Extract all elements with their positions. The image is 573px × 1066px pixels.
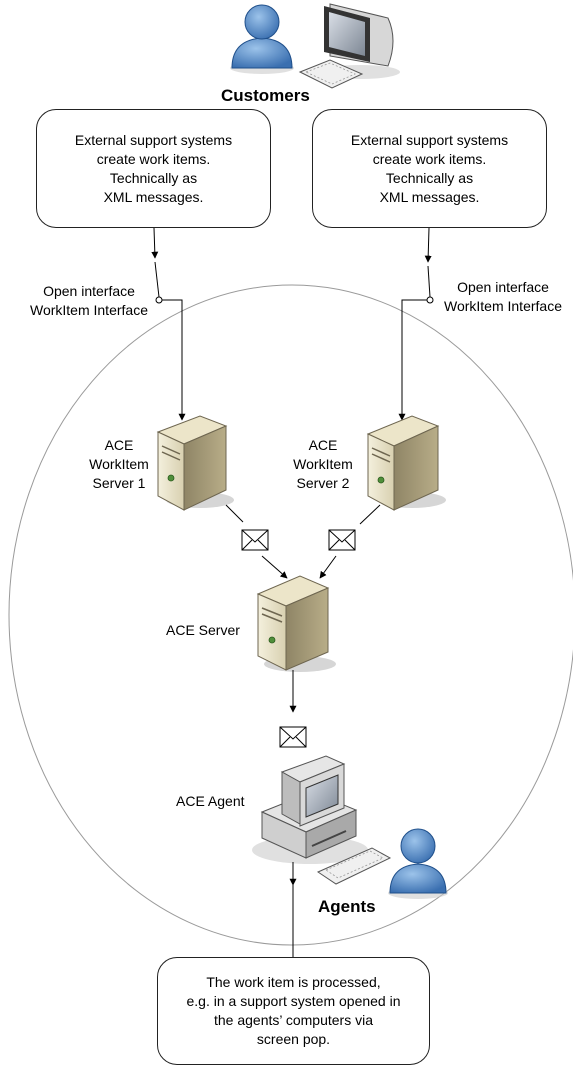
- message-envelope-icon-3: [279, 726, 307, 748]
- result-line-4: screen pop.: [256, 1031, 331, 1047]
- ace-domain-ellipse: [8, 284, 573, 946]
- box1-line-2: create work items.: [96, 150, 211, 167]
- box1-line-3: Technically as: [109, 169, 198, 186]
- result-line-2: e.g. in a support system opened in: [186, 993, 401, 1009]
- ace-agent-computer-icon: [252, 755, 392, 885]
- server1-line-3: Server 1: [92, 475, 146, 491]
- connector-envelope-to-ace-server-1: [261, 555, 288, 579]
- server2-line-2: WorkItem: [293, 456, 353, 472]
- result-box: The work item is processed, e.g. in a su…: [157, 957, 430, 1065]
- interface-label-1: Open interface WorkItem Interface: [20, 282, 158, 320]
- customer-person-icon: [230, 4, 294, 74]
- box2-line-4: XML messages.: [379, 188, 480, 205]
- interface2-line-1: Open interface: [457, 279, 549, 295]
- result-line-1: The work item is processed,: [206, 974, 381, 990]
- connector-envelope-to-ace-server-2: [319, 555, 337, 579]
- workitem-server-1-icon: [156, 415, 234, 511]
- server2-line-1: ACE: [308, 437, 338, 453]
- server1-line-1: ACE: [104, 437, 134, 453]
- message-envelope-icon-1: [241, 529, 269, 551]
- ace-server-label: ACE Server: [166, 622, 240, 638]
- connector-interface1-stem: [154, 261, 160, 298]
- agent-person-icon: [388, 828, 448, 899]
- connector-box2-to-interface: [424, 227, 432, 263]
- connector-server2-to-envelope: [359, 504, 381, 525]
- connector-box1-to-interface: [151, 227, 159, 259]
- box2-line-3: Technically as: [385, 169, 474, 186]
- interface-point-2: [426, 296, 434, 304]
- server2-line-3: Server 2: [296, 475, 350, 491]
- interface1-line-2: WorkItem Interface: [29, 302, 148, 318]
- ace-server-icon: [256, 575, 336, 672]
- box1-line-1: External support systems: [74, 131, 233, 148]
- customer-computer-icon: [298, 3, 400, 89]
- connector-server1-to-envelope: [225, 504, 244, 523]
- ace-agent-label: ACE Agent: [176, 793, 245, 809]
- server-1-label: ACE WorkItem Server 1: [84, 436, 154, 493]
- customers-title: Customers: [221, 86, 310, 105]
- server-2-label: ACE WorkItem Server 2: [288, 436, 358, 493]
- interface1-line-1: Open interface: [43, 283, 135, 299]
- agents-title: Agents: [318, 897, 376, 916]
- result-line-3: the agents’ computers via: [213, 1012, 373, 1028]
- workitem-server-2-icon: [366, 415, 446, 511]
- connector-interface2-stem: [427, 265, 431, 298]
- server1-line-2: WorkItem: [89, 456, 149, 472]
- message-envelope-icon-2: [328, 529, 356, 551]
- box2-line-1: External support systems: [350, 131, 509, 148]
- external-system-box-1: External support systems create work ite…: [36, 109, 271, 228]
- box2-line-2: create work items.: [372, 150, 487, 167]
- box1-line-4: XML messages.: [103, 188, 204, 205]
- connector-interface2-to-server2: [398, 299, 427, 421]
- connector-interface1-to-server1: [162, 299, 186, 421]
- external-system-box-2: External support systems create work ite…: [312, 109, 547, 228]
- interface-label-2: Open interface WorkItem Interface: [434, 278, 572, 316]
- interface2-line-2: WorkItem Interface: [443, 298, 562, 314]
